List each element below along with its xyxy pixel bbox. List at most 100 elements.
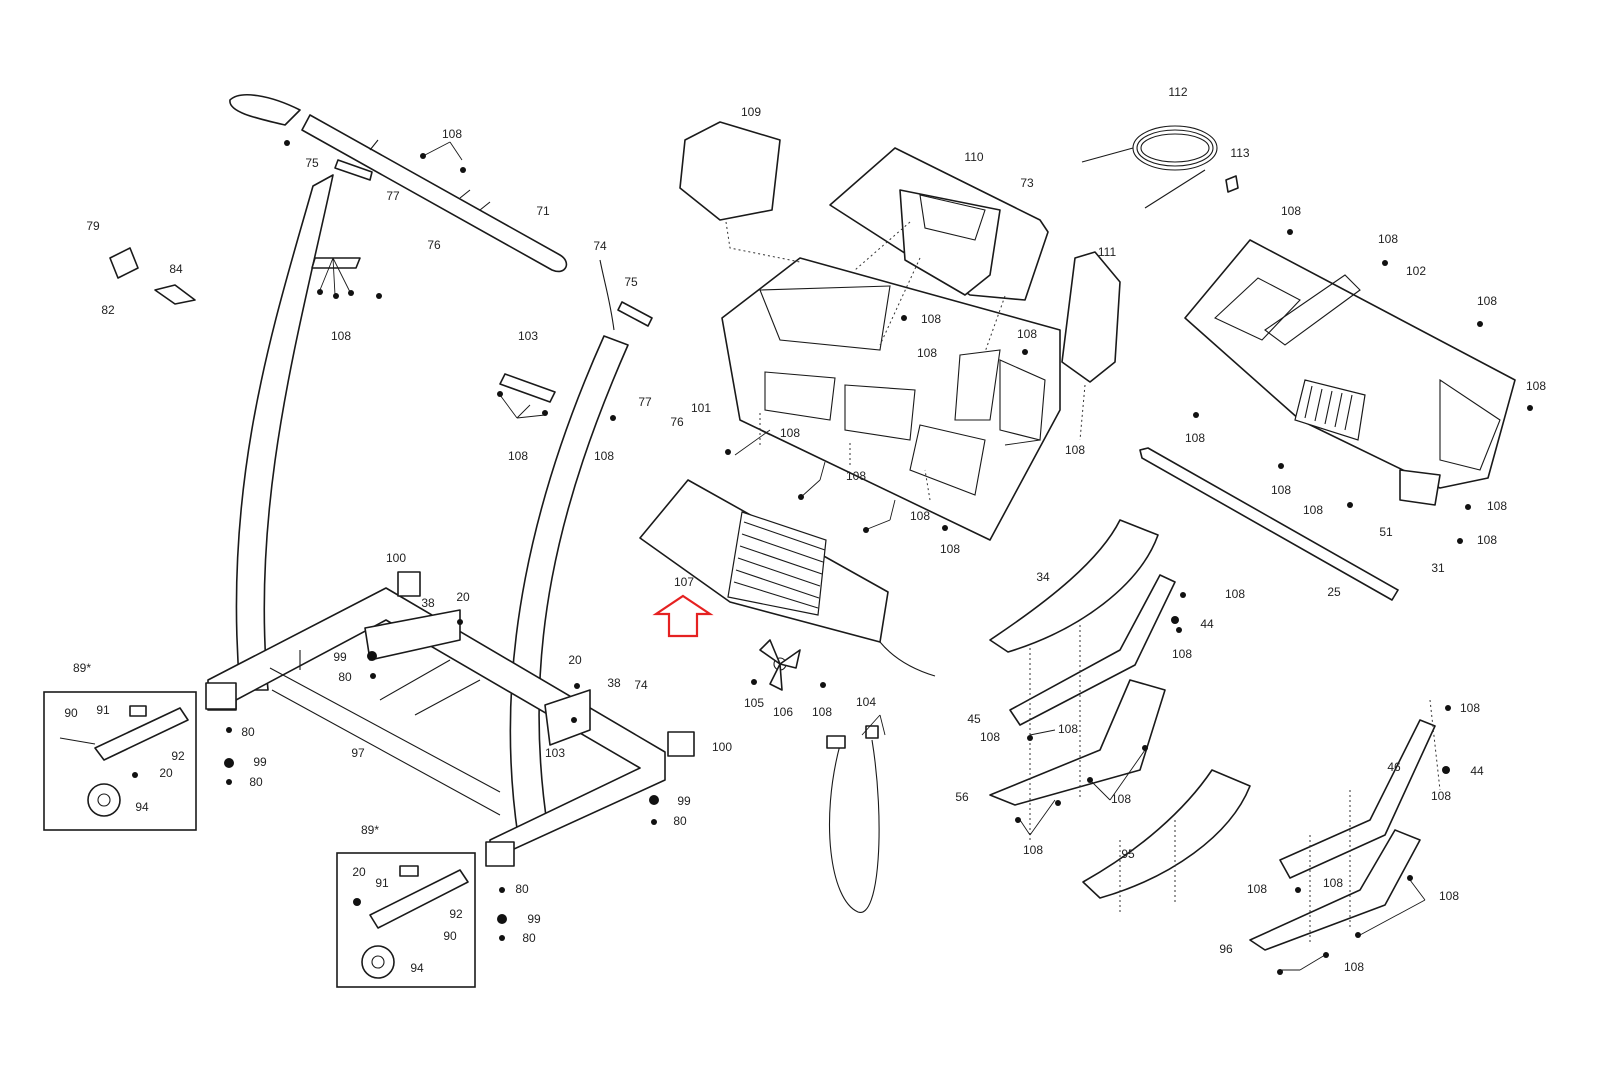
part-label: 100 (386, 551, 406, 565)
part-label: 108 (442, 127, 462, 141)
part-label: 108 (331, 329, 351, 343)
part-label: 89* (73, 661, 91, 675)
part-label: 103 (545, 746, 565, 760)
part-label: 105 (744, 696, 764, 710)
part-label: 74 (593, 239, 607, 253)
part-label: 111 (1098, 245, 1117, 259)
accessory-tray-109 (679, 121, 781, 221)
part-label: 75 (624, 275, 638, 289)
part-label: 108 (1487, 499, 1507, 513)
part-label: 108 (1247, 882, 1267, 896)
part-label: 77 (386, 189, 400, 203)
screws (132, 140, 1533, 975)
part-label: 106 (773, 705, 793, 719)
part-label: 74 (634, 678, 648, 692)
part-label: 71 (536, 204, 550, 218)
part-label: 108 (508, 449, 528, 463)
part-label: 90 (443, 929, 457, 943)
part-label: 108 (1344, 960, 1364, 974)
part-label: 108 (940, 542, 960, 556)
part-label: 75 (305, 156, 319, 170)
wire-104 (828, 739, 880, 913)
part-label: 91 (375, 876, 389, 890)
part-label: 44 (1470, 764, 1484, 778)
clip-113 (1225, 175, 1239, 193)
part-label: 45 (967, 712, 981, 726)
accessory-tray-111 (1061, 251, 1121, 383)
part-label: 99 (677, 794, 691, 808)
part-label: 44 (1200, 617, 1214, 631)
roller-84 (154, 284, 196, 305)
part-label: 80 (515, 882, 529, 896)
part-label: 92 (449, 907, 463, 921)
rear-console-cover (1184, 239, 1516, 506)
part-label: 34 (1036, 570, 1050, 584)
part-label: 108 (1172, 647, 1192, 661)
part-label: 108 (921, 312, 941, 326)
part-label: 80 (522, 931, 536, 945)
arm-frame-56 (989, 679, 1166, 806)
part-label: 101 (691, 401, 711, 415)
part-label: 73 (1020, 176, 1034, 190)
part-label: 76 (427, 238, 441, 252)
part-label: 104 (856, 695, 876, 709)
part-label: 102 (1406, 264, 1426, 278)
pulley-82 (109, 247, 139, 279)
part-label: 110 (964, 150, 983, 164)
part-label: 108 (1271, 483, 1291, 497)
part-label: 20 (352, 865, 366, 879)
part-label: 38 (607, 676, 621, 690)
part-label: 96 (1219, 942, 1233, 956)
caster-detail-bottom (336, 852, 476, 988)
part-label: 99 (527, 912, 541, 926)
speaker-cover-107 (639, 479, 936, 677)
part-label: 108 (1303, 503, 1323, 517)
part-label: 108 (917, 346, 937, 360)
part-label: 108 (1526, 379, 1546, 393)
part-label: 25 (1327, 585, 1341, 599)
part-label: 109 (741, 105, 761, 119)
part-labels: 108 75 71 77 76 79 84 82 108 74 75 103 7… (64, 85, 1546, 975)
part-label: 80 (673, 814, 687, 828)
part-label: 108 (1017, 327, 1037, 341)
part-label: 108 (1225, 587, 1245, 601)
part-label: 108 (1477, 533, 1497, 547)
leader-lines (319, 141, 1426, 971)
fan-106 (759, 639, 801, 691)
part-label: 108 (1065, 443, 1085, 457)
caster-detail-left (43, 691, 197, 831)
part-label: 113 (1230, 146, 1249, 160)
part-label: 94 (410, 961, 424, 975)
part-label: 108 (594, 449, 614, 463)
part-label: 51 (1379, 525, 1393, 539)
console-top-cover (829, 147, 1049, 301)
part-label: 31 (1431, 561, 1445, 575)
part-label: 82 (101, 303, 115, 317)
handrail-cover-95 (1082, 769, 1251, 899)
part-label: 108 (1111, 792, 1131, 806)
part-label: 108 (846, 469, 866, 483)
part-label: 107 (674, 575, 694, 589)
part-label: 20 (456, 590, 470, 604)
part-label: 108 (1431, 789, 1451, 803)
part-label: 108 (980, 730, 1000, 744)
part-label: 97 (351, 746, 365, 760)
power-cable (1081, 125, 1218, 209)
part-label: 108 (780, 426, 800, 440)
part-label: 103 (518, 329, 538, 343)
part-label: 80 (241, 725, 255, 739)
part-label: 108 (1281, 204, 1301, 218)
part-label: 79 (86, 219, 100, 233)
part-label: 108 (1058, 722, 1078, 736)
upright-frame (205, 174, 666, 867)
part-label: 108 (1023, 843, 1043, 857)
arm-frame-46 (1279, 719, 1436, 879)
console-rail (1139, 447, 1399, 601)
part-label: 108 (1185, 431, 1205, 445)
arm-frame-45 (1009, 574, 1176, 726)
part-label: 84 (169, 262, 183, 276)
part-label: 89* (361, 823, 379, 837)
part-label: 20 (159, 766, 173, 780)
part-label: 100 (712, 740, 732, 754)
